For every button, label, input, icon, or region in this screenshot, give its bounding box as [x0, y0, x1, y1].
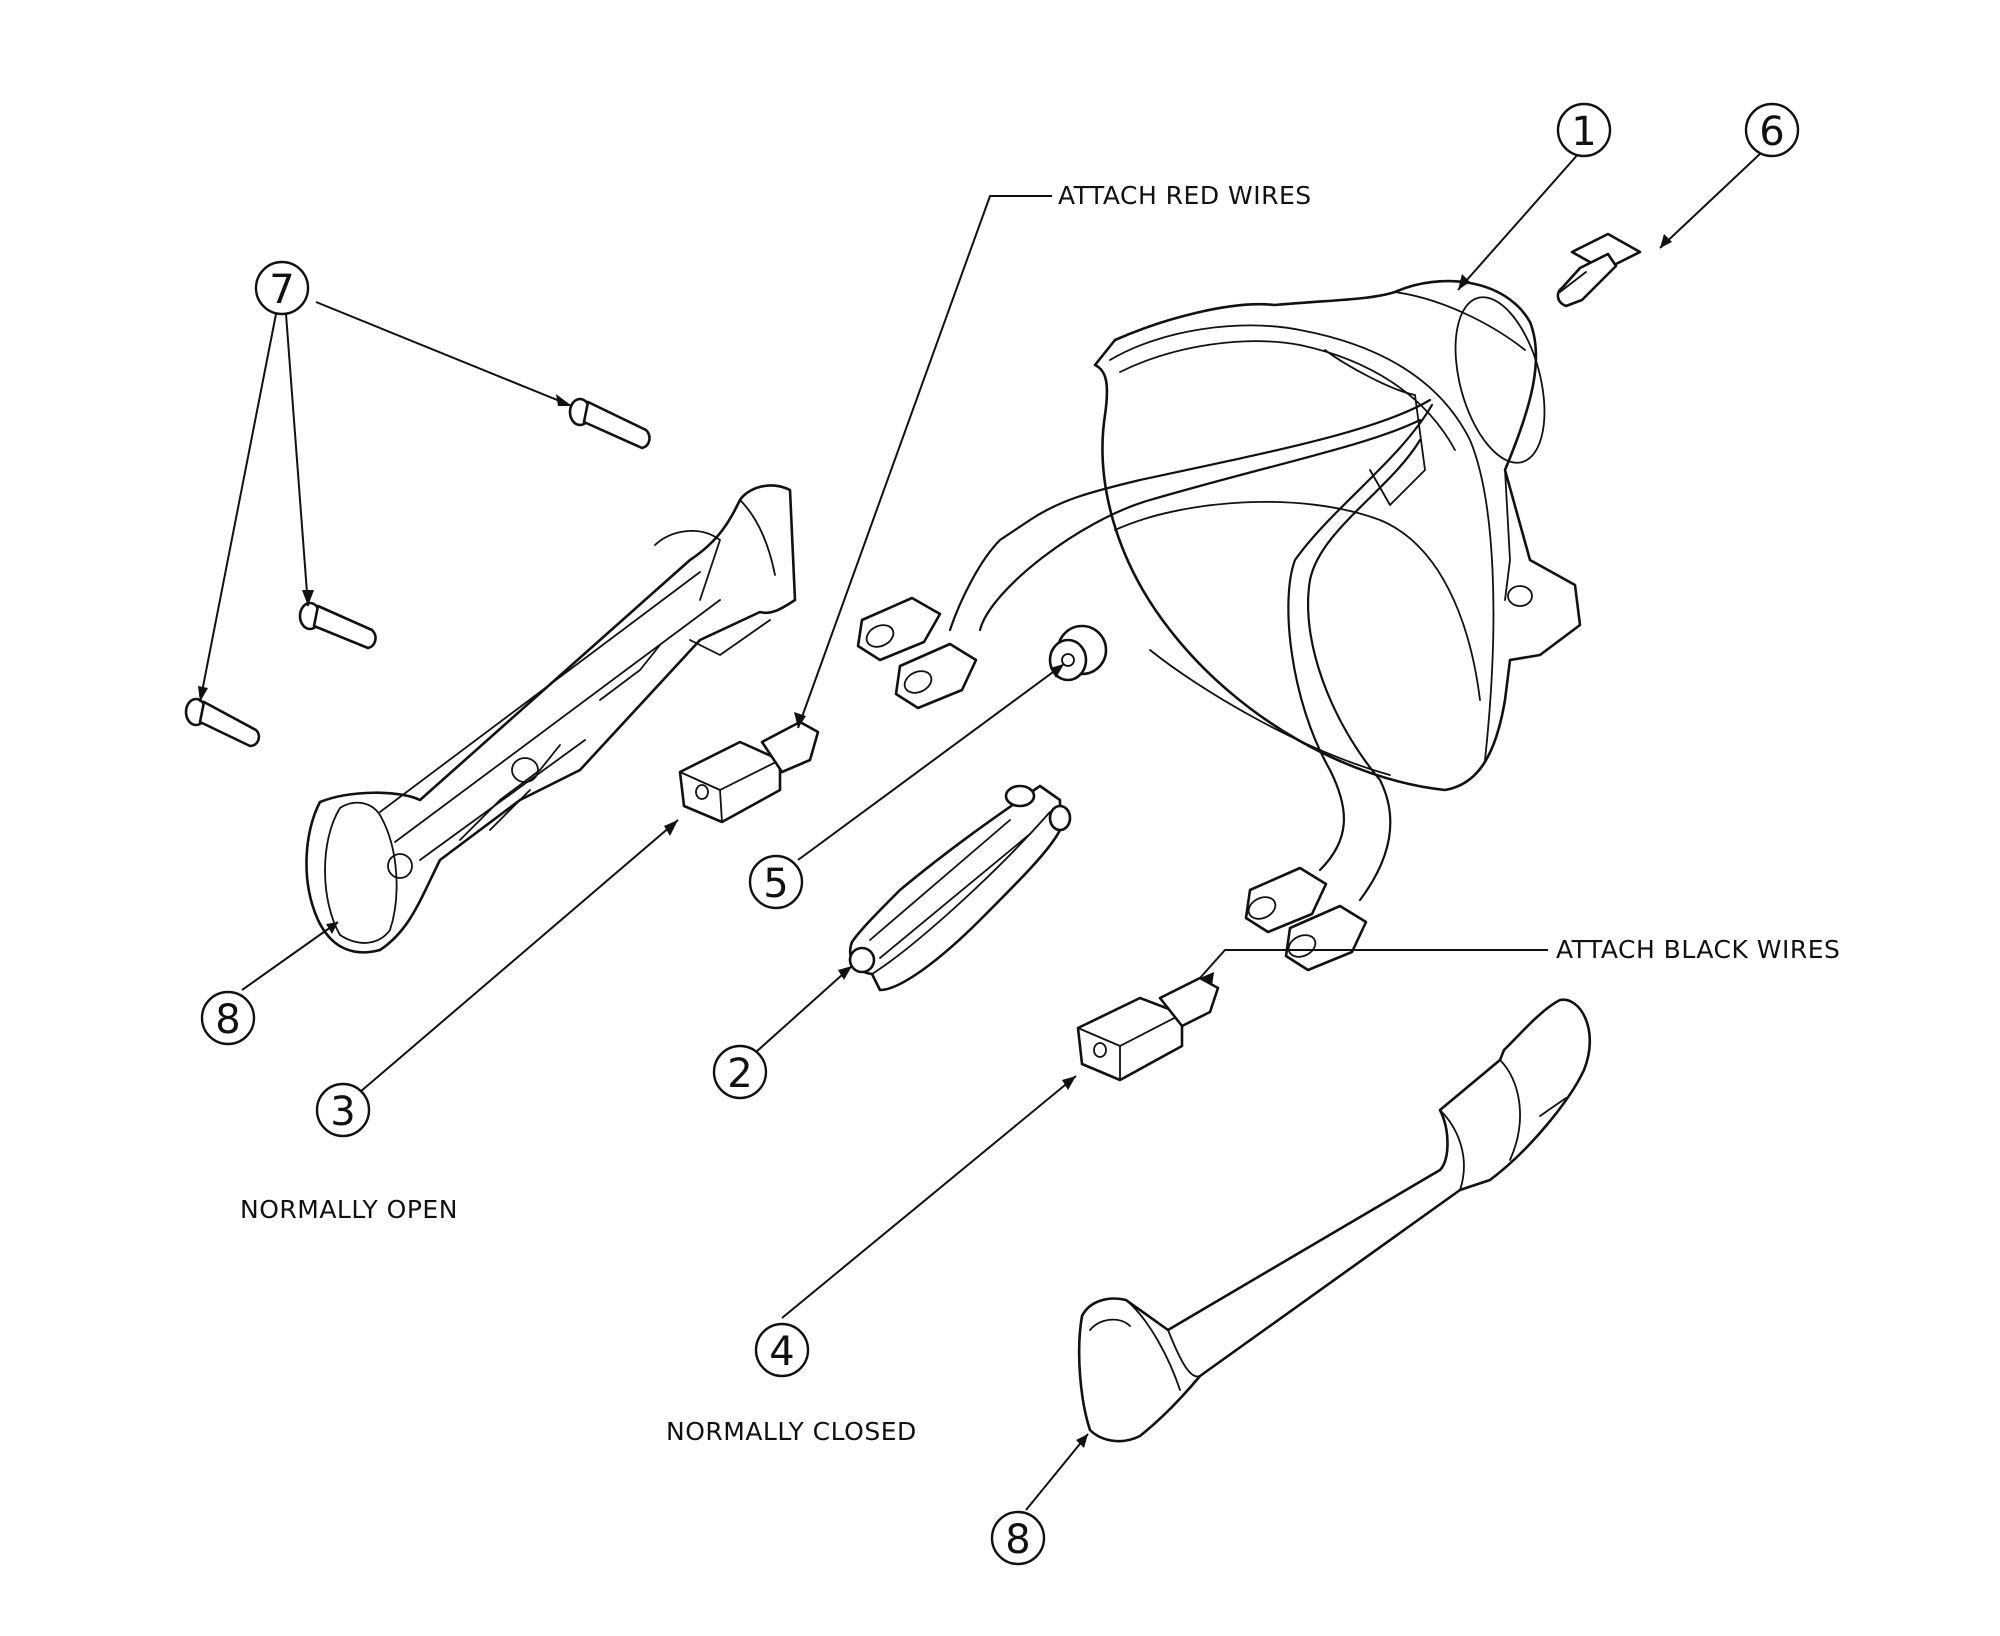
wire-harness — [856, 398, 1434, 972]
callout-4: 4 — [754, 1322, 810, 1378]
screw-7-top — [568, 397, 651, 450]
part-8-handle-right — [1077, 998, 1592, 1443]
callout-5-number: 5 — [763, 861, 788, 907]
callout-6: 6 — [1744, 102, 1800, 158]
callout-3-number: 3 — [330, 1089, 355, 1135]
connector-red-2 — [894, 642, 978, 710]
note-attach-black-wires: ATTACH BLACK WIRES — [1556, 935, 1840, 964]
note-attach-red-wires: ATTACH RED WIRES — [1058, 181, 1312, 210]
note-normally-closed: NORMALLY CLOSED — [666, 1417, 917, 1446]
callout-1-number: 1 — [1571, 109, 1596, 155]
screw-7-middle — [298, 601, 377, 650]
callout-6-number: 6 — [1759, 109, 1784, 155]
part-6-screw — [1556, 232, 1642, 308]
callout-8-right: 8 — [990, 1510, 1046, 1566]
part-4-switch — [1076, 976, 1220, 1082]
callout-2: 2 — [712, 1044, 768, 1100]
callout-2-number: 2 — [727, 1051, 752, 1097]
connector-black-1 — [1244, 866, 1328, 934]
part-2-trigger — [848, 784, 1072, 992]
part-8-handle-left — [305, 484, 797, 954]
callout-5: 5 — [748, 854, 804, 910]
callout-8-left: 8 — [200, 990, 256, 1046]
callout-3: 3 — [315, 1082, 371, 1138]
callout-8-left-number: 8 — [215, 997, 240, 1043]
note-normally-open: NORMALLY OPEN — [240, 1195, 458, 1224]
screw-7-bottom — [184, 697, 261, 748]
callout-8-right-number: 8 — [1005, 1517, 1030, 1563]
connector-red-1 — [856, 596, 942, 662]
leader-lines — [199, 151, 1763, 1511]
callout-4-number: 4 — [769, 1329, 794, 1375]
callout-7: 7 — [254, 260, 310, 316]
arrowheads — [198, 234, 1672, 1448]
part-7-screws — [184, 397, 651, 748]
callout-7-number: 7 — [269, 267, 294, 313]
part-3-switch — [678, 720, 820, 824]
callout-1: 1 — [1556, 102, 1612, 158]
connector-black-2 — [1284, 904, 1368, 972]
